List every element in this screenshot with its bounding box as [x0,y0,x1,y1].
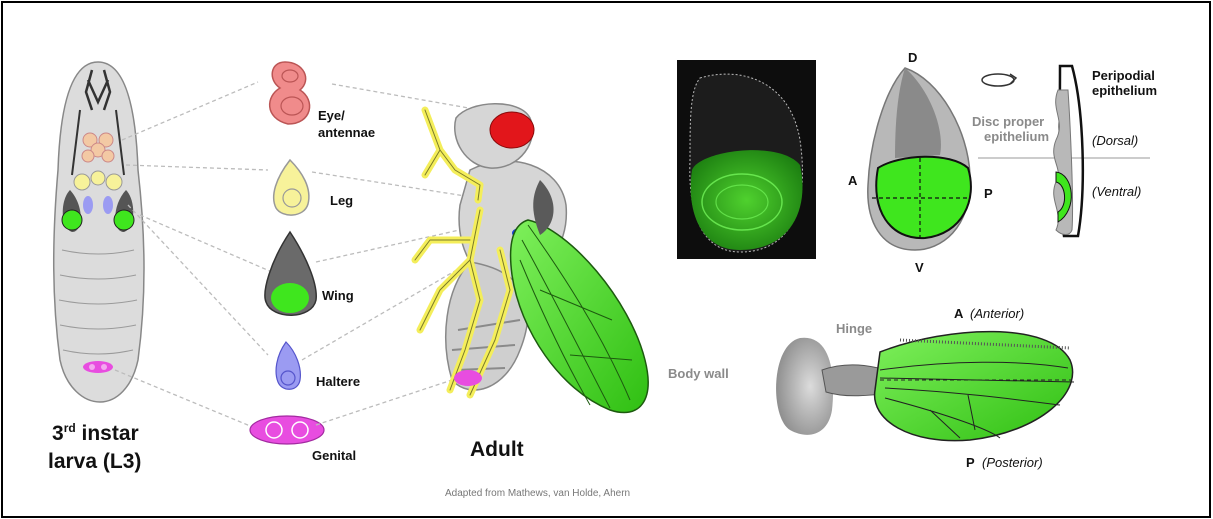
axis-v: V [915,260,924,275]
peripodial-label: Peripodial [1092,68,1155,83]
body-wall-label: Body wall [668,366,729,381]
credit-text: Adapted from Mathews, van Holde, Ahern [445,488,630,499]
eye-antennae-disc [270,62,310,124]
posterior-label: (Posterior) [982,455,1043,470]
wing-disc-micrograph [677,60,816,259]
leg-label: Leg [330,193,353,208]
rotate-arrow-icon [982,74,1016,86]
disc-proper-label-line2: epithelium [984,129,1049,144]
dorsal-label: (Dorsal) [1092,133,1138,148]
larva-title: 3rd instar [52,421,139,445]
axis-p: P [984,186,993,201]
larva-genital-disc [83,361,113,373]
adult-wing-detail [776,332,1074,441]
leg-disc [274,160,309,215]
wing-label: Wing [322,288,354,303]
peripodial-label-line2: epithelium [1092,83,1157,98]
anterior-letter: A [954,306,964,321]
eye-antennae-label-line2: antennae [318,125,375,140]
fly-eye [490,112,534,148]
anterior-label: (Anterior) [970,306,1024,321]
genital-label: Genital [312,448,356,463]
fly-genitalia [454,370,482,386]
axis-a: A [848,173,858,188]
adult-fly-illustration [415,104,648,413]
wing-disc-cross-section [1054,66,1083,236]
haltere-label: Haltere [316,374,360,389]
larva-illustration [54,62,144,402]
ventral-label: (Ventral) [1092,184,1141,199]
disc-proper-label: Disc proper [972,114,1044,129]
eye-antennae-label: Eye/ [318,108,345,123]
adult-label: Adult [470,438,524,461]
axis-d: D [908,50,917,65]
larva-title-line2: larva (L3) [48,450,141,473]
hinge-label: Hinge [836,321,872,336]
haltere-disc [276,342,300,389]
wing-disc-schematic [868,68,971,250]
posterior-letter: P [966,455,975,470]
fly-wing [511,220,649,413]
genital-disc [250,416,324,444]
wing-disc [265,232,316,315]
